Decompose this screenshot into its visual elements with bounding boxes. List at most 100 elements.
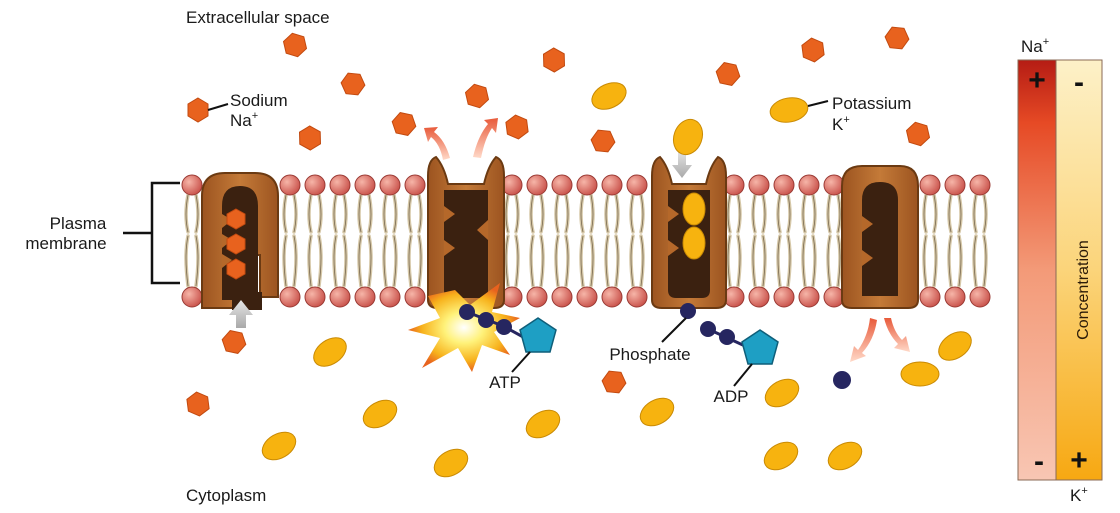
pump-state-2 [427,155,505,309]
phosphate-icon [478,312,494,328]
lipid-tails [357,193,373,288]
lipid-head [969,286,991,308]
free-phosphate-icon [833,371,851,389]
adp-pentagon-icon [741,329,779,365]
potassium-ion-icon [938,331,972,361]
potassium-ion-icon [827,441,863,471]
potassium-label: Potassium [832,94,911,113]
lipid-head [798,174,820,196]
lipid-head [551,286,573,308]
potassium-ion-icon [763,441,799,471]
lipid-tails [801,193,817,288]
sodium-ion-icon [391,112,417,136]
potassium-symbol: K+ [832,114,850,134]
lipid-head [304,174,326,196]
lipid-head [551,174,573,196]
lipid-head [919,286,941,308]
sodium-ion-icon [226,208,246,230]
lipid-head [748,174,770,196]
energy-burst [408,283,520,372]
potassium-entry-arrow [672,150,692,178]
lipid-head [354,286,376,308]
lipid-tails [579,193,595,288]
plasma-membrane-label-line2: membrane [25,234,106,253]
potassium-legend [769,97,829,123]
lipid-head [919,174,941,196]
lipid-tails [307,193,323,288]
adp-label: ADP [714,387,749,406]
lipid-tails [972,193,988,288]
sodium-ion-icon [221,330,247,354]
lipid-head [379,286,401,308]
lipid-head [969,174,991,196]
lipid-head [798,286,820,308]
lipid-tails [504,193,520,288]
lipid-head [576,174,598,196]
extracellular-space-label: Extracellular space [186,8,330,27]
lipid-head [279,174,301,196]
lipid-head [181,174,203,196]
potassium-ion-icon [900,361,940,387]
potassium-ion-icon [682,226,706,260]
lipid-head [773,174,795,196]
phosphate-icon [496,319,512,335]
lipid-tails [604,193,620,288]
sodium-ion-icon [542,47,566,73]
sodium-gradient [1017,59,1057,481]
lipid-tails [382,193,398,288]
lipid-tails [407,193,423,288]
lipid-head [329,286,351,308]
sodium-ion-icon [187,97,209,123]
sodium-ion-icon [226,258,246,280]
phosphate-label: Phosphate [609,345,690,364]
lipid-tails [332,193,348,288]
potassium-ion-icon [313,337,347,367]
lipid-tails [629,193,645,288]
lipid-head [279,286,301,308]
phosphate-icon [719,329,735,345]
phosphate-icon [680,303,696,319]
sodium-ion-icon [590,129,616,153]
lipid-bilayer [181,174,991,308]
potassium-ion-icon [261,431,297,461]
sodium-ion-icon [226,233,246,255]
atp-molecule [459,304,557,373]
bound-sodium-ions [226,208,246,280]
pump-state-3 [651,155,727,343]
lipid-head [601,174,623,196]
lipid-tails [922,193,938,288]
plasma-membrane-bracket [123,181,180,285]
sodium-label: Sodium [230,91,288,110]
lipid-head [626,286,648,308]
potassium-ion-icon [591,82,627,110]
lipid-head [354,174,376,196]
na-low-sign: - [1034,445,1044,478]
lipid-head [576,286,598,308]
plasma-membrane-label-line1: Plasma [50,214,107,233]
lipid-head [748,286,770,308]
potassium-ion-icon [769,97,809,123]
phosphate-icon [700,321,716,337]
sodium-ion-icon [298,125,322,151]
lipid-head [526,286,548,308]
lipid-head [181,286,203,308]
concentration-label: Concentration [1075,240,1092,340]
sodium-ion-icon [715,62,741,86]
potassium-gradient [1055,59,1103,481]
potassium-ion-icon [362,399,398,429]
sodium-ion-icon [186,391,210,417]
lipid-head [404,286,426,308]
sodium-ion-icon [801,37,825,63]
lipid-tails [184,193,200,288]
na-high-sign: + [1028,64,1046,97]
free-ions [186,26,972,478]
sodium-ion-icon [505,114,529,140]
sodium-ion-icon [282,32,308,58]
lipid-tails [947,193,963,288]
pump-state-4 [841,165,919,309]
atp-label: ATP [489,373,521,392]
atp-pentagon-icon [519,317,557,353]
sodium-ion-icon [905,121,931,147]
lipid-head [626,174,648,196]
